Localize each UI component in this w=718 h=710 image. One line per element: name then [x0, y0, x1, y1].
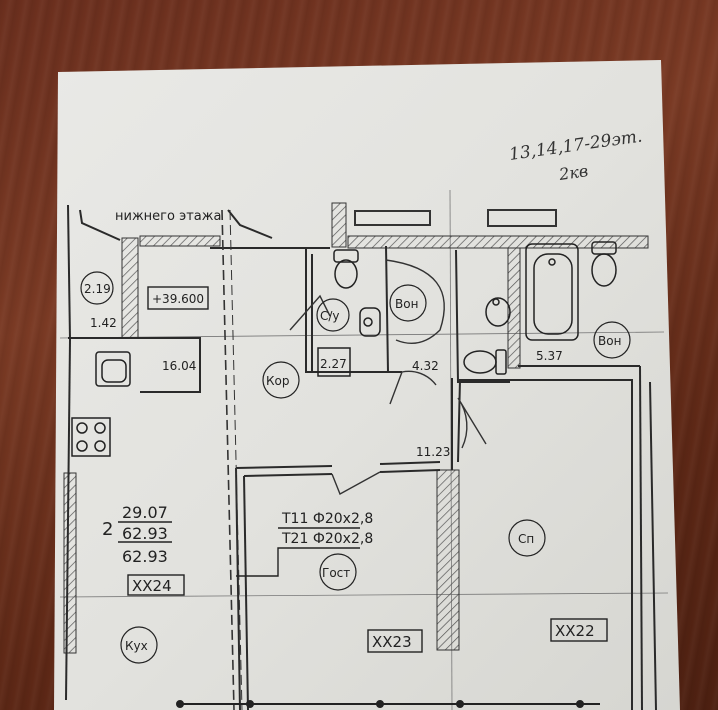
label-area-432: 4.32: [412, 359, 439, 373]
label-xx23: ХХ23: [372, 633, 412, 651]
label-von-2: Вон: [598, 334, 621, 348]
label-gost: Гост: [322, 566, 350, 580]
label-kuh: Кух: [125, 639, 148, 653]
stove-icon: [71, 417, 111, 457]
door-swings: [289, 259, 487, 495]
sink-icon-2: [485, 297, 511, 327]
wall-lines: [65, 204, 657, 710]
label-area-6293b: 62.93: [122, 547, 168, 566]
bottom-wall: [176, 700, 600, 708]
label-boxes: [118, 286, 608, 653]
dashed-axis-2: [229, 209, 243, 710]
handwritten-apartment: 2кв: [557, 161, 589, 184]
washing-machine-icon: [317, 347, 351, 377]
label-area-142: 1.42: [90, 316, 117, 330]
hatched-walls: [63, 202, 649, 654]
toilet-icon-2: [463, 349, 507, 375]
label-t21: Т21 Ф20х2,8: [281, 531, 373, 547]
toilet-icon: [333, 249, 359, 289]
label-elevation: +39.600: [152, 292, 204, 306]
label-area-6293a: 62.93: [122, 524, 168, 543]
sink-icon: [359, 307, 381, 337]
bathtub-icon: [525, 243, 579, 341]
dashed-axis: [221, 209, 235, 710]
label-area-1604: 16.04: [162, 359, 196, 373]
label-cy: С/у: [320, 309, 340, 323]
label-area-1123: 11.23: [416, 445, 450, 459]
label-rooms: 2: [102, 519, 113, 540]
label-area-2907: 29.07: [122, 503, 168, 522]
label-sp: Сп: [518, 532, 534, 546]
label-kor: Кор: [266, 374, 289, 388]
label-lower-floor: нижнего этажа: [115, 209, 221, 224]
label-xx24: ХХ24: [132, 577, 172, 595]
toilet-icon-3: [591, 241, 617, 287]
room-label-circles: [80, 271, 631, 664]
label-xx22: ХХ22: [555, 622, 595, 640]
label-area-537: 5.37: [536, 349, 563, 363]
kitchen-sink-icon: [95, 351, 131, 387]
label-area-227: 2.27: [320, 357, 347, 371]
label-area-219: 2.19: [84, 282, 111, 296]
label-t11: Т11 Ф20х2,8: [281, 511, 373, 527]
label-von: Вон: [395, 297, 418, 311]
paper-sheet: [54, 60, 680, 710]
